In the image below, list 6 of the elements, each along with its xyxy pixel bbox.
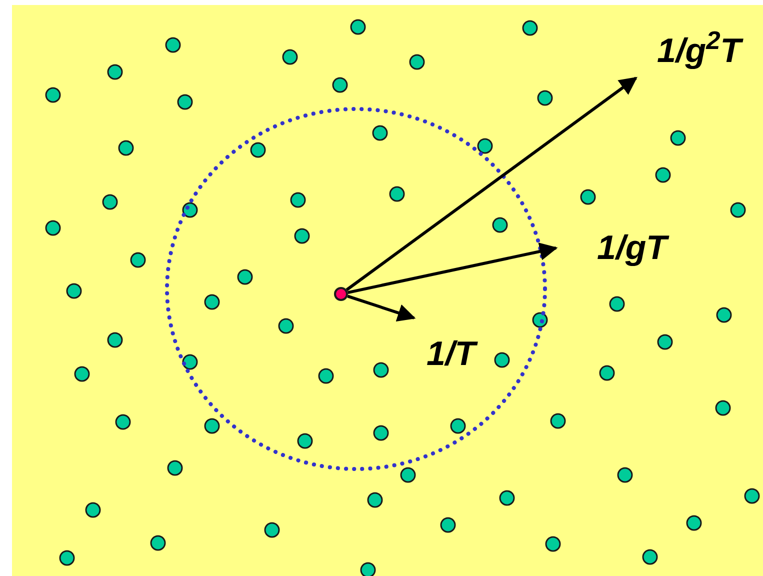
rate-label: 1/g$^{2}$T <box>638 28 760 74</box>
rate-label: 1/T <box>410 332 492 376</box>
arrow <box>346 76 638 292</box>
rate-label: 1/gT <box>574 226 690 270</box>
arrow <box>348 242 558 294</box>
arrow <box>347 294 416 322</box>
